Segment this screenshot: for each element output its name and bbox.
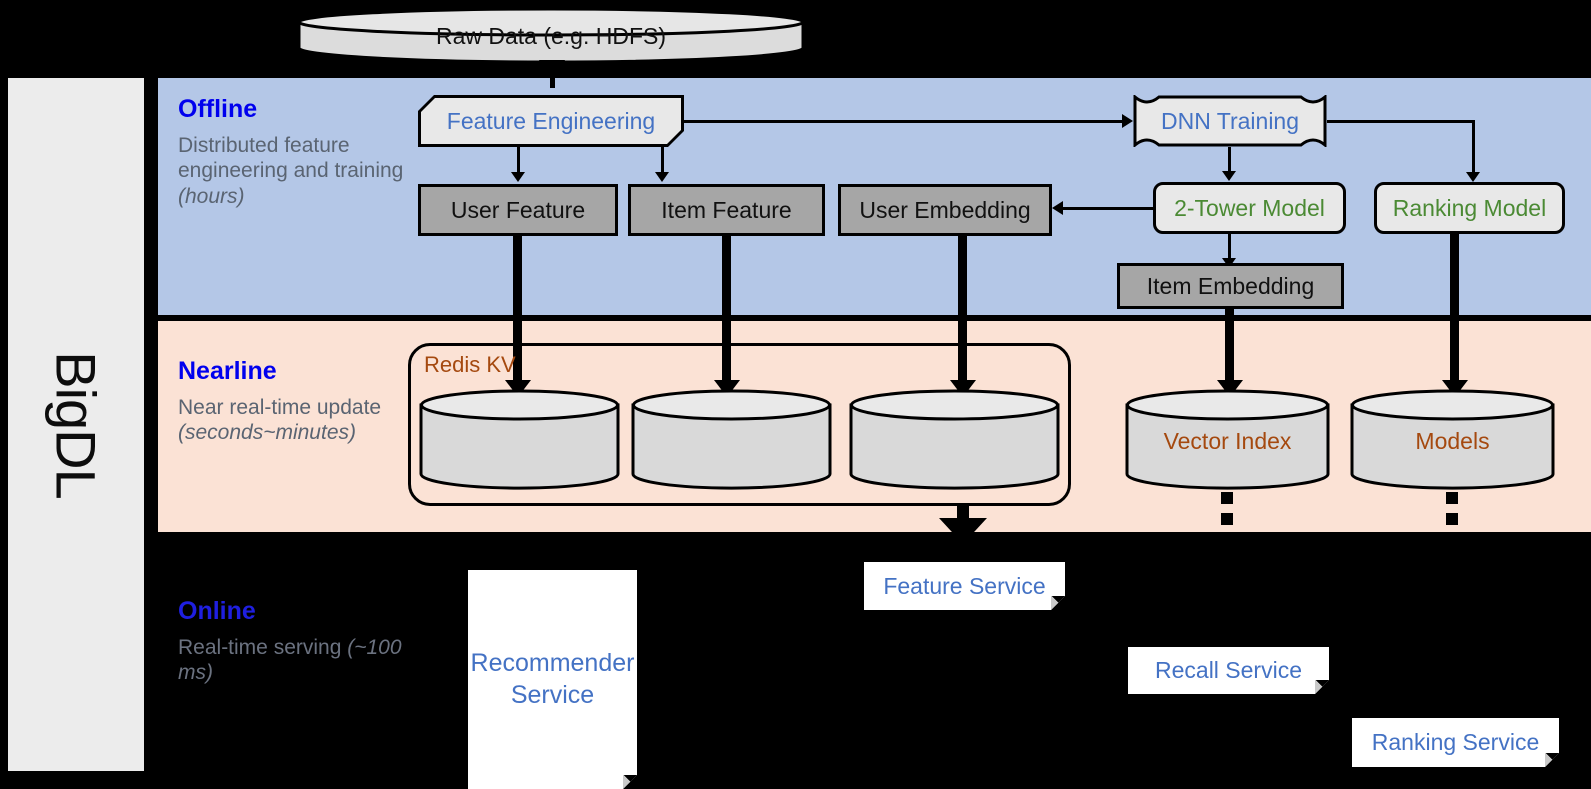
item-embedding-label: Item Embedding bbox=[1146, 272, 1315, 299]
dash-vectorindex-1 bbox=[1221, 492, 1233, 504]
feature-engineering-label: Feature Engineering bbox=[421, 98, 681, 144]
feature-engineering-box[interactable]: Feature Engineering bbox=[418, 95, 684, 147]
dash-models-2 bbox=[1446, 513, 1458, 525]
two-tower-model-box[interactable]: 2-Tower Model bbox=[1153, 182, 1346, 234]
dash-models-1 bbox=[1446, 492, 1458, 504]
arrow-twotower-to-itemembedding-shaft bbox=[1228, 234, 1231, 261]
arrow-dnn-to-ranking-head bbox=[1466, 172, 1480, 182]
arrow-fe-to-userfeature-head bbox=[511, 172, 525, 182]
raw-data-cylinder: Raw Data (e.g. HDFS) bbox=[296, 6, 806, 64]
recommender-service-note[interactable]: Recommender Service bbox=[468, 570, 637, 789]
raw-data-label: Raw Data (e.g. HDFS) bbox=[435, 22, 667, 49]
two-tower-model-label: 2-Tower Model bbox=[1174, 194, 1325, 221]
redis-kv-label: Redis KV bbox=[424, 352, 516, 377]
bigdl-sidebar: BigDL bbox=[8, 78, 144, 771]
ranking-service-note[interactable]: Ranking Service bbox=[1352, 718, 1559, 767]
item-feature-label: Item Feature bbox=[661, 196, 792, 223]
arrow-dnn-to-twotower-head bbox=[1222, 171, 1236, 181]
recommender-service-label: Recommender Service bbox=[470, 649, 635, 709]
online-caption: Online Real-time serving (~100 ms) bbox=[178, 597, 408, 686]
item-feature-store-cylinder bbox=[630, 388, 833, 491]
item-feature-box[interactable]: Item Feature bbox=[628, 184, 825, 236]
arrow-fe-to-dnn-shaft bbox=[684, 120, 1125, 123]
models-cylinder: Models bbox=[1349, 388, 1556, 491]
arrow-dnn-to-ranking-h bbox=[1327, 120, 1475, 123]
online-title: Online bbox=[178, 597, 256, 625]
user-feature-store-cylinder bbox=[418, 388, 621, 491]
pipe-userembedding-to-store bbox=[958, 236, 967, 391]
arrow-featurestore-to-featureservice bbox=[939, 518, 987, 544]
user-embedding-label: User Embedding bbox=[859, 196, 1031, 223]
pipe-rankingmodel-to-models bbox=[1450, 234, 1459, 391]
user-feature-box[interactable]: User Feature bbox=[418, 184, 618, 236]
arrow-rawdata-to-fe-head bbox=[539, 60, 565, 77]
nearline-sub-text: Near real-time update bbox=[178, 395, 382, 419]
nearline-sub-italic: (seconds~minutes) bbox=[178, 421, 356, 445]
offline-title: Offline bbox=[178, 95, 258, 123]
ranking-service-label: Ranking Service bbox=[1371, 729, 1540, 755]
user-embedding-box[interactable]: User Embedding bbox=[838, 184, 1052, 236]
pipe-itemembedding-to-vectorindex bbox=[1225, 309, 1234, 391]
dnn-training-label: DNN Training bbox=[1160, 107, 1300, 134]
online-sub-text: Real-time serving bbox=[178, 635, 348, 659]
offline-caption: Offline Distributed feature engineering … bbox=[178, 95, 408, 210]
models-label: Models bbox=[1415, 427, 1490, 454]
feature-service-label: Feature Service bbox=[883, 572, 1046, 599]
arrow-fe-to-dnn-head bbox=[1122, 114, 1133, 128]
item-embedding-box[interactable]: Item Embedding bbox=[1117, 263, 1344, 309]
offline-sub-italic: (hours) bbox=[178, 184, 245, 208]
offline-subtitle: Distributed feature engineering and trai… bbox=[178, 133, 408, 210]
dnn-training-box[interactable]: DNN Training bbox=[1133, 95, 1327, 147]
ranking-model-box[interactable]: Ranking Model bbox=[1374, 182, 1565, 234]
arrow-twotower-to-userembedding-head bbox=[1052, 201, 1063, 215]
recall-service-note[interactable]: Recall Service bbox=[1128, 647, 1329, 694]
vector-index-cylinder: Vector Index bbox=[1124, 388, 1331, 491]
ranking-model-label: Ranking Model bbox=[1392, 194, 1547, 221]
nearline-title: Nearline bbox=[178, 357, 277, 385]
pipe-itemfeature-to-store bbox=[722, 236, 731, 391]
arrow-fe-to-itemfeature-head bbox=[655, 172, 669, 182]
nearline-subtitle: Near real-time update (seconds~minutes) bbox=[178, 395, 408, 446]
online-sub-italic: (~100 ms) bbox=[178, 635, 402, 685]
bigdl-label: BigDL bbox=[44, 350, 108, 499]
offline-sub-text: Distributed feature engineering and trai… bbox=[178, 133, 404, 183]
nearline-caption: Nearline Near real-time update (seconds~… bbox=[178, 357, 408, 446]
dash-featurestore-1 bbox=[957, 506, 969, 518]
arrow-dnn-to-twotower-shaft bbox=[1228, 147, 1231, 175]
arrow-fe-to-userfeature-shaft bbox=[517, 147, 520, 175]
arrow-fe-to-itemfeature-shaft bbox=[661, 147, 664, 175]
online-subtitle: Real-time serving (~100 ms) bbox=[178, 635, 408, 686]
arrow-dnn-to-ranking-v bbox=[1472, 120, 1475, 175]
dash-vectorindex-2 bbox=[1221, 513, 1233, 525]
redis-kv-container bbox=[408, 343, 1071, 506]
pipe-userfeature-to-store bbox=[513, 236, 522, 391]
vector-index-label: Vector Index bbox=[1163, 427, 1292, 454]
recall-service-label: Recall Service bbox=[1155, 657, 1302, 683]
arrow-twotower-to-userembedding-shaft bbox=[1063, 207, 1155, 210]
user-embedding-store-cylinder bbox=[848, 388, 1061, 491]
feature-service-note[interactable]: Feature Service bbox=[864, 562, 1065, 610]
user-feature-label: User Feature bbox=[450, 196, 586, 223]
